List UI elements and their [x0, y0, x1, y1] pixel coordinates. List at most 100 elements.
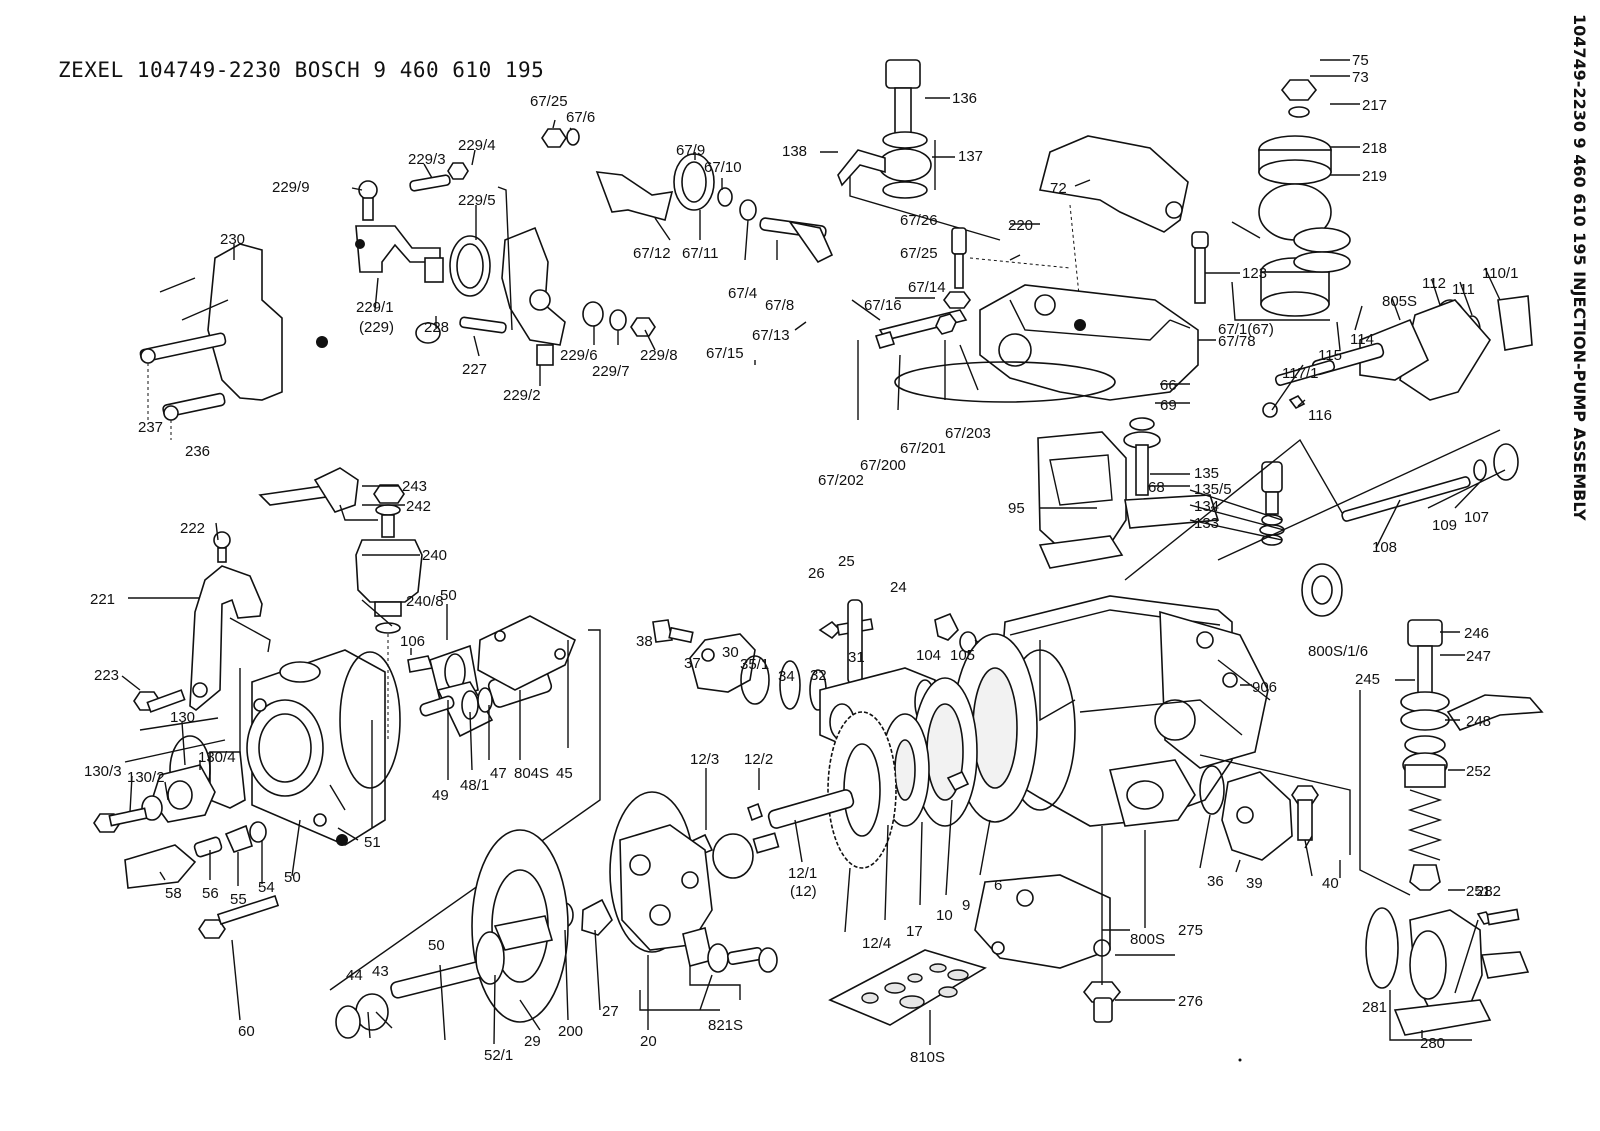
part-label: 800S [1130, 931, 1165, 948]
part-label: 48/1 [460, 777, 489, 794]
part-label: 229/8 [640, 347, 678, 364]
part-label: 10 [936, 907, 953, 924]
part-label: 75 [1352, 52, 1369, 69]
part-label: 47 [490, 765, 507, 782]
part-label: 50 [284, 869, 301, 886]
part-label: 12/3 [690, 751, 719, 768]
part-label: 282 [1476, 883, 1501, 900]
part-label: 111 [1452, 281, 1475, 298]
part-label: 220 [1008, 217, 1033, 234]
part-label: 32 [810, 667, 827, 684]
part-label: 223 [94, 667, 119, 684]
part-label: 17 [906, 923, 923, 940]
part-label: 27 [602, 1003, 619, 1020]
part-label: 67/200 [860, 457, 906, 474]
part-label: 67/15 [706, 345, 744, 362]
diagram-side-title: 104749-2230 9 460 610 195 INJECTION-PUMP… [1570, 14, 1589, 521]
part-label: 55 [230, 891, 247, 908]
part-label: 67/202 [818, 472, 864, 489]
part-label: 37 [684, 655, 701, 672]
part-label: 229/3 [408, 151, 446, 168]
part-label: 67/14 [908, 279, 946, 296]
part-label: 67/6 [566, 109, 595, 126]
part-label: 24 [890, 579, 907, 596]
part-label: (229) [359, 319, 394, 336]
governor-cover-group [874, 79, 1351, 403]
part-label: 130/4 [198, 749, 236, 766]
part-label: 243 [402, 478, 427, 495]
part-label: 67/1(67) [1218, 321, 1274, 338]
distributor-head-group [239, 649, 401, 846]
part-label: 229/7 [592, 363, 630, 380]
part-label: 230 [220, 231, 245, 248]
part-labels: 229/9 229/3 229/4 229/5 230 237 236 229/… [84, 52, 1518, 1066]
shaft-67-group [541, 128, 834, 264]
part-label: 280 [1420, 1035, 1445, 1052]
part-label: 12/4 [862, 935, 891, 952]
part-label: 26 [808, 565, 825, 582]
unit-280-group [1365, 907, 1530, 1041]
part-label: 229/6 [560, 347, 598, 364]
part-label: 38 [636, 633, 653, 650]
part-label: 229/9 [272, 179, 310, 196]
part-label: 246 [1464, 625, 1489, 642]
diagram-header-title: ZEXEL 104749-2230 BOSCH 9 460 610 195 [58, 58, 544, 82]
part-label: 114 [1350, 331, 1374, 348]
part-label: 229/5 [458, 192, 496, 209]
part-label: 252 [1466, 763, 1491, 780]
part-label: 20 [640, 1033, 657, 1050]
part-label: 800S/1/6 [1308, 643, 1368, 660]
part-label: 116 [1308, 407, 1332, 424]
part-label: 134 [1194, 498, 1219, 515]
valve-246-group [1359, 619, 1544, 896]
part-label: 58 [165, 885, 182, 902]
part-label: 130 [170, 709, 195, 726]
pump-housing-group [999, 563, 1351, 855]
part-label: 39 [1246, 875, 1263, 892]
part-label: 67/78 [1218, 333, 1256, 350]
part-label: 821S [708, 1017, 743, 1034]
part-label: 67/201 [900, 440, 946, 457]
part-label: 200 [558, 1023, 583, 1040]
part-label: 40 [1322, 875, 1339, 892]
part-label: 135/5 [1194, 481, 1232, 498]
part-label: 44 [346, 967, 363, 984]
gear-12-group [688, 711, 897, 879]
part-label: 222 [180, 520, 205, 537]
part-label: 115 [1318, 347, 1342, 364]
part-label: 135 [1194, 465, 1219, 482]
part-label: 217 [1362, 97, 1387, 114]
part-label: (12) [790, 883, 817, 900]
part-label: 52/1 [484, 1047, 513, 1064]
part-label: 248 [1466, 713, 1491, 730]
part-label: 810S [910, 1049, 945, 1066]
part-label: 36 [1207, 873, 1224, 890]
part-label: 67/25 [900, 245, 938, 262]
banjo-fitting-136-group [837, 59, 1001, 241]
part-label: 138 [782, 143, 807, 160]
part-label: 67/203 [945, 425, 991, 442]
part-label: 73 [1352, 69, 1369, 86]
part-label: 67/10 [704, 159, 742, 176]
feed-pump-cover-29-group [335, 829, 569, 1039]
part-label: 60 [238, 1023, 255, 1040]
part-label: 67/16 [864, 297, 902, 314]
cap-130-group [93, 717, 280, 939]
part-label: 221 [90, 591, 115, 608]
solenoid-95-group [1037, 417, 1346, 581]
part-label: 133 [1194, 515, 1219, 532]
part-label: 227 [462, 361, 487, 378]
part-label: 67/13 [752, 327, 790, 344]
part-label: 67/26 [900, 212, 938, 229]
part-label: 34 [778, 668, 795, 685]
part-label: 236 [185, 443, 210, 460]
part-label: 219 [1362, 168, 1387, 185]
part-label: 35/1 [740, 656, 769, 673]
part-label: 229/2 [503, 387, 541, 404]
part-label: 251 [1466, 883, 1491, 900]
part-label: 72 [1050, 180, 1067, 197]
part-label: 228 [424, 319, 449, 336]
part-label: 242 [406, 498, 431, 515]
part-label: 906 [1252, 679, 1277, 696]
part-label: 229/4 [458, 137, 496, 154]
